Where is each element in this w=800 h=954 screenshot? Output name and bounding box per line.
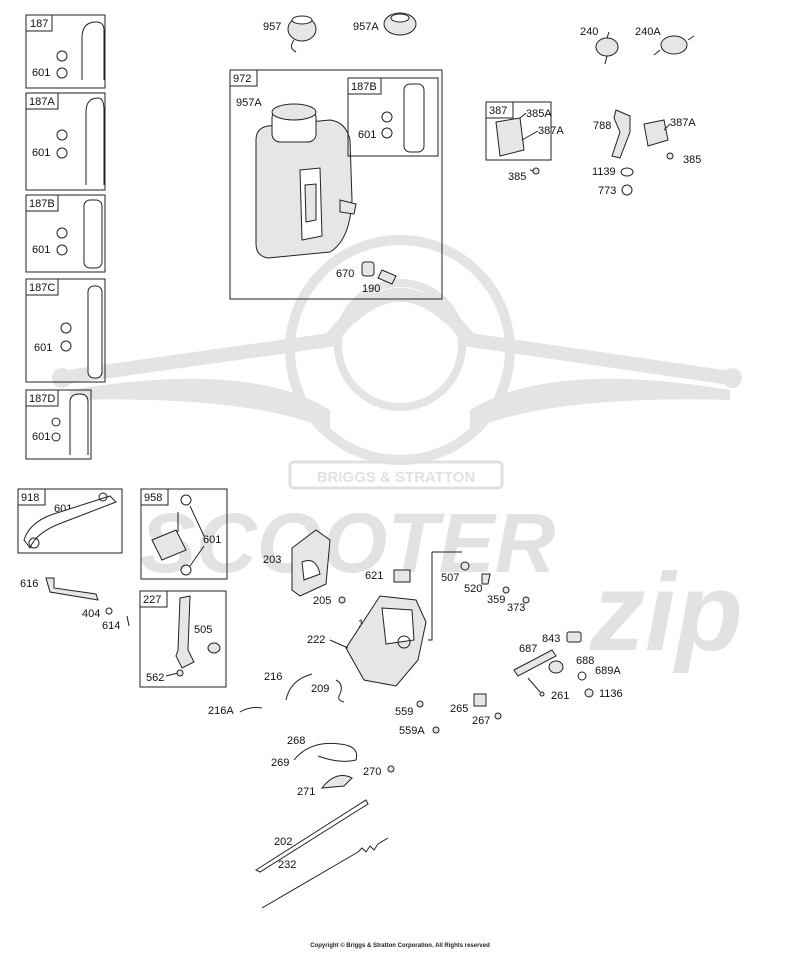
box-387-label: 387 [489,105,507,117]
part-616-group: 616 404 614 [20,577,130,632]
label-373: 373 [507,602,525,614]
label-562: 562 [146,672,164,684]
box-958-label: 958 [144,492,162,504]
label-621: 621 [365,570,383,582]
box-918-label: 918 [21,492,39,504]
label-601-e: 601 [32,431,50,443]
label-559A: 559A [399,725,425,737]
box-187A: 187A 601 [25,92,106,191]
label-359: 359 [487,594,505,606]
part-957-cap: 957 [263,15,317,53]
part-240-filter: 240 [580,26,619,65]
label-203: 203 [263,554,281,566]
label-202: 202 [274,836,292,848]
label-601-h: 601 [203,534,221,546]
part-216-group: 216 209 216A [208,671,345,717]
box-918: 918 601 [17,488,123,554]
box-187A-label: 187A [29,96,55,108]
label-614: 614 [102,620,120,632]
box-187C-label: 187C [29,282,55,294]
box-227: 227 505 562 [139,590,227,688]
part-232-spring: 232 [261,837,389,909]
label-205: 205 [313,595,331,607]
label-268: 268 [287,735,305,747]
label-601-d: 601 [34,342,52,354]
label-616: 616 [20,578,38,590]
label-385-a: 385 [508,171,526,183]
box-187B: 187B 601 [25,194,106,273]
label-687: 687 [519,643,537,655]
label-232: 232 [278,859,296,871]
watermark-badge-text: BRIGGS & STRATTON [317,469,476,486]
label-957A: 957A [353,21,379,33]
label-1139: 1139 [592,166,616,178]
label-216: 216 [264,671,282,683]
label-773: 773 [598,185,616,197]
box-187B-label: 187B [29,198,55,210]
box-972: 972 957A 670 190 [229,69,443,300]
label-271: 271 [297,786,315,798]
box-227-label: 227 [143,594,161,606]
part-559-group: 559 559A 265 267 [395,693,502,737]
box-972-label: 972 [233,73,251,85]
label-520: 520 [464,583,482,595]
box-187: 187 601 [25,14,106,89]
label-209: 209 [311,683,329,695]
label-843: 843 [542,633,560,645]
copyright-notice: Copyright © Briggs & Stratton Corporatio… [310,943,490,949]
part-843-group: 843 687 688 689A 261 1136 [513,631,623,702]
box-187B-tube-label: 187B [351,81,377,93]
part-268-group: 268 269 270 271 [271,735,395,798]
label-601-f: 601 [358,129,376,141]
center-governor-assembly: 203 205 621 507 520 359 373 188 222 [263,529,530,687]
label-190: 190 [362,283,380,295]
label-267: 267 [472,715,490,727]
label-387A-2: 387A [670,117,696,129]
part-240A-filter: 240A [635,26,695,56]
box-187D: 187D 601 [25,389,92,460]
box-387: 387 385A 387A 385 [485,101,564,183]
box-187C: 187C 601 [25,278,106,383]
label-505: 505 [194,624,212,636]
watermark-script: zip [589,551,743,674]
label-688: 688 [576,655,594,667]
part-202-rod: 202 [254,799,369,873]
label-559: 559 [395,706,413,718]
label-216A: 216A [208,705,234,717]
label-261: 261 [551,690,569,702]
label-957: 957 [263,21,281,33]
label-689A: 689A [595,665,621,677]
label-788: 788 [593,120,611,132]
label-240: 240 [580,26,598,38]
label-270: 270 [363,766,381,778]
label-957A-tank: 957A [236,97,262,109]
label-601-a: 601 [32,67,50,79]
label-385A: 385A [526,108,552,120]
label-222: 222 [307,634,325,646]
box-187-label: 187 [30,18,48,30]
label-240A: 240A [635,26,661,38]
label-265: 265 [450,703,468,715]
label-601-b: 601 [32,147,50,159]
label-670: 670 [336,268,354,280]
part-788-387A: 788 387A 1139 385 773 [592,109,701,197]
box-187B-tank-tube: 187B 601 [347,77,439,157]
label-1136: 1136 [599,688,623,700]
box-958: 958 601 [140,488,228,580]
label-269: 269 [271,757,289,769]
box-187D-label: 187D [29,393,55,405]
part-957A-cap: 957A [353,12,417,36]
label-387A: 387A [538,125,564,137]
label-507: 507 [441,572,459,584]
label-601-c: 601 [32,244,50,256]
label-385-b: 385 [683,154,701,166]
label-404: 404 [82,608,100,620]
